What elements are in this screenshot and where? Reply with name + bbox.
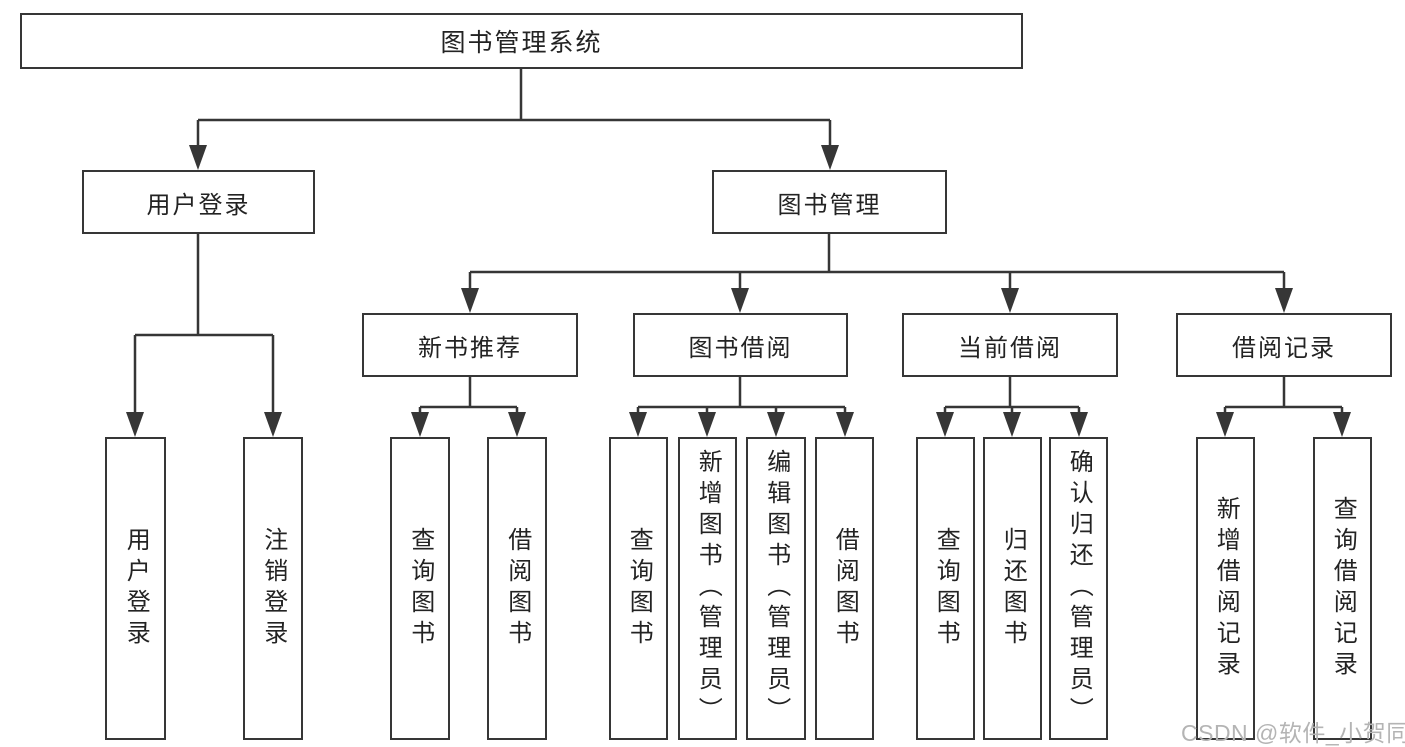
node-book-management-label: 图书管理: [777, 191, 882, 219]
leaf-logout: 注销登录: [243, 437, 303, 740]
arrow-down-icon: [264, 412, 282, 437]
arrow-down-icon: [1003, 412, 1021, 437]
leaf-add-books-admin: 新增图书（管理员）: [678, 437, 737, 740]
arrow-down-icon: [936, 412, 954, 437]
node-new-book-recommend-label: 新书推荐: [418, 334, 522, 362]
arrow-down-icon: [731, 288, 749, 313]
arrow-down-icon: [821, 145, 839, 170]
connector-user-login: [133, 233, 275, 414]
arrow-down-icon: [836, 412, 854, 437]
node-root: 图书管理系统: [20, 13, 1023, 69]
node-user-login-label: 用户登录: [146, 191, 251, 219]
leaf-borrow-books-recommend: 借阅图书: [487, 437, 547, 740]
leaf-borrow-books-borrowing: 借阅图书: [815, 437, 874, 740]
leaf-query-books-borrowing: 查询图书: [609, 437, 668, 740]
node-current-borrowing: 当前借阅: [902, 313, 1118, 377]
node-book-borrowing: 图书借阅: [633, 313, 848, 377]
leaf-user-login: 用户登录: [105, 437, 166, 740]
arrow-down-icon: [1216, 412, 1234, 437]
node-book-management: 图书管理: [712, 170, 947, 234]
connector-new-book-recommend: [418, 377, 519, 416]
leaf-confirm-return-admin-label: 确认归还（管理员）: [1065, 449, 1093, 728]
watermark: CSDN @软件_小贺同学: [1181, 720, 1405, 746]
leaf-borrow-books-borrowing-label: 借阅图书: [831, 526, 859, 651]
node-root-label: 图书管理系统: [440, 29, 603, 57]
node-book-borrowing-label: 图书借阅: [688, 334, 793, 362]
leaf-borrow-books-recommend-label: 借阅图书: [503, 526, 531, 651]
leaf-query-books-borrowing-label: 查询图书: [625, 526, 653, 651]
leaf-query-borrow-record: 查询借阅记录: [1313, 437, 1372, 740]
node-borrowing-records-label: 借阅记录: [1232, 334, 1336, 362]
connector-book-borrowing: [636, 377, 847, 416]
leaf-query-books-current: 查询图书: [916, 437, 975, 740]
arrow-down-icon: [1275, 288, 1293, 313]
arrow-down-icon: [698, 412, 716, 437]
leaf-return-books-label: 归还图书: [999, 526, 1027, 651]
arrow-down-icon: [1070, 412, 1088, 437]
connector-current-borrowing: [943, 377, 1081, 416]
leaf-edit-books-admin: 编辑图书（管理员）: [746, 437, 806, 740]
arrow-down-icon: [189, 145, 207, 170]
leaf-add-borrow-record: 新增借阅记录: [1196, 437, 1255, 740]
connector-book-management: [468, 233, 1286, 292]
leaf-edit-books-admin-label: 编辑图书（管理员）: [762, 449, 790, 728]
leaf-query-books-recommend: 查询图书: [390, 437, 450, 740]
leaf-query-books-recommend-label: 查询图书: [406, 526, 434, 651]
leaf-add-borrow-record-label: 新增借阅记录: [1212, 495, 1240, 682]
arrow-down-icon: [411, 412, 429, 437]
leaf-confirm-return-admin: 确认归还（管理员）: [1049, 437, 1108, 740]
arrow-down-icon: [508, 412, 526, 437]
connector-borrowing-records: [1223, 377, 1344, 416]
node-user-login: 用户登录: [82, 170, 315, 234]
leaf-add-books-admin-label: 新增图书（管理员）: [694, 449, 722, 728]
arrow-down-icon: [767, 412, 785, 437]
node-new-book-recommend: 新书推荐: [362, 313, 578, 377]
arrowhead-icons: [126, 145, 1351, 437]
leaf-logout-label: 注销登录: [259, 526, 287, 651]
arrow-down-icon: [126, 412, 144, 437]
arrow-down-icon: [1333, 412, 1351, 437]
connector-root: [196, 68, 832, 148]
arrow-down-icon: [1001, 288, 1019, 313]
leaf-user-login-label: 用户登录: [122, 526, 150, 651]
leaf-query-borrow-record-label: 查询借阅记录: [1329, 495, 1357, 682]
node-current-borrowing-label: 当前借阅: [958, 334, 1062, 362]
leaf-return-books: 归还图书: [983, 437, 1042, 740]
arrow-down-icon: [461, 288, 479, 313]
arrow-down-icon: [629, 412, 647, 437]
leaf-query-books-current-label: 查询图书: [932, 526, 960, 651]
node-borrowing-records: 借阅记录: [1176, 313, 1392, 377]
